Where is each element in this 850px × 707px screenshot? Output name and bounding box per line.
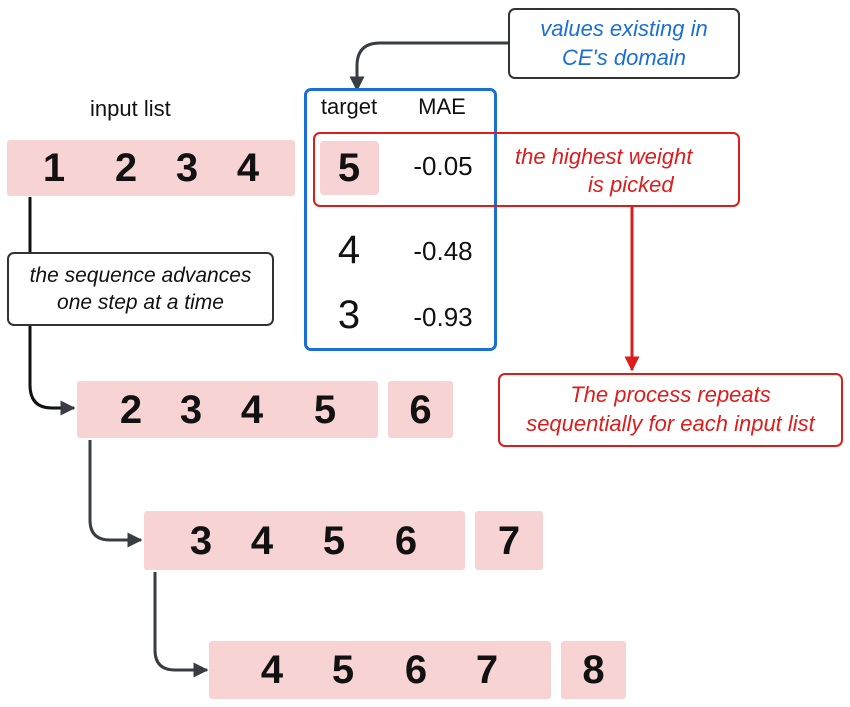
domain-note-line-2: CE's domain <box>561 44 687 70</box>
list-number: 4 <box>260 648 284 692</box>
list-number: 3 <box>189 518 213 563</box>
list-number: 2 <box>119 387 143 432</box>
input-list-3: 3 4 5 6 <box>144 511 465 570</box>
arrow-seq3-to-seq4 <box>153 572 209 678</box>
list-number: 6 <box>394 518 418 563</box>
arrow-domain-note-to-table <box>349 41 508 92</box>
sequence-advance-note: the sequence advances one step at a time <box>7 252 274 326</box>
sequence-note-line-2: one step at a time <box>57 291 224 314</box>
input-list-1: 1 2 3 4 <box>7 140 295 196</box>
highest-weight-callout <box>313 132 740 207</box>
list-number: 3 <box>179 387 203 432</box>
list-number: 4 <box>240 387 264 432</box>
process-repeats-note: The process repeats sequentially for eac… <box>498 373 843 447</box>
highest-weight-text: the highest weight is picked <box>515 143 715 199</box>
list-number: 2 <box>114 146 138 190</box>
list-number: 5 <box>313 387 337 432</box>
repeat-note-line-2: sequentially for each input list <box>526 411 815 436</box>
list-number: 5 <box>331 648 355 692</box>
target-value: 4 <box>337 228 361 272</box>
predicted-target-box: 6 <box>388 381 453 438</box>
predicted-number: 7 <box>497 518 521 563</box>
list-number: 7 <box>475 648 499 692</box>
target-value: 3 <box>337 293 361 337</box>
predicted-target-box: 8 <box>561 641 626 699</box>
target-column-header: target <box>320 94 378 119</box>
mae-value: -0.93 <box>413 302 473 332</box>
domain-values-note: values existing in CE's domain <box>508 8 740 79</box>
predicted-number: 6 <box>409 387 432 432</box>
input-list-label: input list <box>90 96 171 121</box>
list-number: 1 <box>42 146 66 190</box>
highest-weight-line-2: is picked <box>588 172 674 197</box>
target-value: 5 <box>337 146 361 190</box>
list-number: 4 <box>250 518 274 563</box>
input-list-4: 4 5 6 7 <box>209 641 551 699</box>
arrow-seq2-to-seq3 <box>88 440 143 548</box>
mae-column-header: MAE <box>418 94 466 119</box>
input-list-2: 2 3 4 5 <box>77 381 378 438</box>
list-number: 4 <box>236 146 260 190</box>
predicted-target-box: 7 <box>475 511 543 570</box>
repeat-note-line-1: The process repeats <box>570 382 771 408</box>
list-number: 3 <box>175 146 199 190</box>
domain-note-line-1: values existing in <box>540 15 708 41</box>
list-number: 5 <box>322 518 346 563</box>
mae-value: -0.05 <box>413 151 473 181</box>
mae-value: -0.48 <box>413 236 473 266</box>
domain-table-frame <box>304 88 497 351</box>
predicted-number: 8 <box>582 648 605 692</box>
highest-weight-line-1: the highest weight <box>515 144 693 169</box>
sequence-note-line-1: the sequence advances <box>29 263 252 287</box>
list-number: 6 <box>404 648 428 692</box>
selected-target-highlight <box>320 141 379 195</box>
